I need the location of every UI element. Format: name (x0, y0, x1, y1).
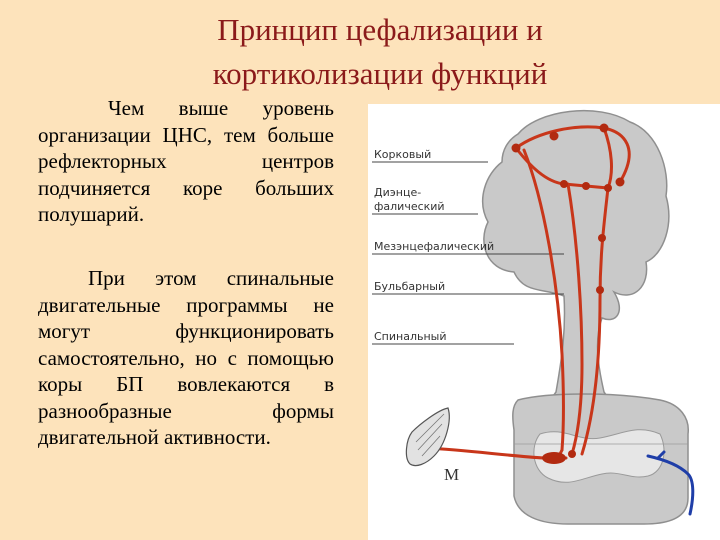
descending-tract-1 (522, 148, 565, 452)
label-cortical: Корковый (374, 148, 431, 161)
brain-outline (481, 109, 670, 417)
muscle-label: М (444, 465, 459, 484)
muscle-icon (405, 407, 450, 467)
paragraph-spinal-programs: При этом спинальные двигательные програм… (38, 266, 334, 449)
sensory-fibre (646, 450, 695, 516)
motoneuron (542, 452, 566, 464)
neuron-cortical-3 (599, 123, 609, 133)
neuron-diencephalic-2 (582, 182, 590, 190)
neuron-cortical-1 (511, 143, 521, 153)
label-bulbar: Бульбарный (374, 280, 445, 293)
paragraph-cephalization: Чем выше уровень организации ЦНС, тем бо… (38, 96, 334, 226)
cns-levels-diagram: Корковый Диэнце- фалический Мезэнцефалич… (368, 104, 720, 540)
motor-pathways (424, 125, 631, 460)
neuron-diencephalic-3 (604, 184, 612, 192)
neurons (511, 123, 625, 464)
label-spinal: Спинальный (374, 330, 447, 343)
motor-nerve (424, 446, 568, 460)
level-leader-lines (372, 161, 564, 345)
cortical-branch (602, 126, 613, 190)
neuron-cortical-2 (549, 131, 559, 141)
neuron-bulbar (596, 286, 604, 294)
neuron-cortical-4 (615, 177, 625, 187)
descending-tract-2 (566, 182, 584, 456)
afferent-fibre (646, 454, 695, 516)
slide-title: Принцип цефализации и кортиколизации фун… (150, 8, 610, 96)
slide-title-line-1: Принцип цефализации и (217, 12, 543, 47)
neuron-mesencephalic (598, 234, 606, 242)
label-mesencephalic: Мезэнцефалический (374, 240, 494, 253)
cns-diagram-svg: Корковый Диэнце- фалический Мезэнцефалич… (372, 109, 695, 525)
muscle-fibers (415, 413, 445, 457)
neuron-spinal-1 (568, 450, 576, 458)
label-diencephalic-2: фалический (374, 200, 445, 213)
neuron-diencephalic-1 (560, 180, 568, 188)
descending-tract-3 (580, 186, 610, 456)
spinal-cord-gray-matter (533, 429, 665, 483)
slide-title-line-2: кортиколизации функций (212, 56, 548, 91)
afferent-branch (656, 450, 666, 460)
label-diencephalic-1: Диэнце- (374, 186, 421, 199)
